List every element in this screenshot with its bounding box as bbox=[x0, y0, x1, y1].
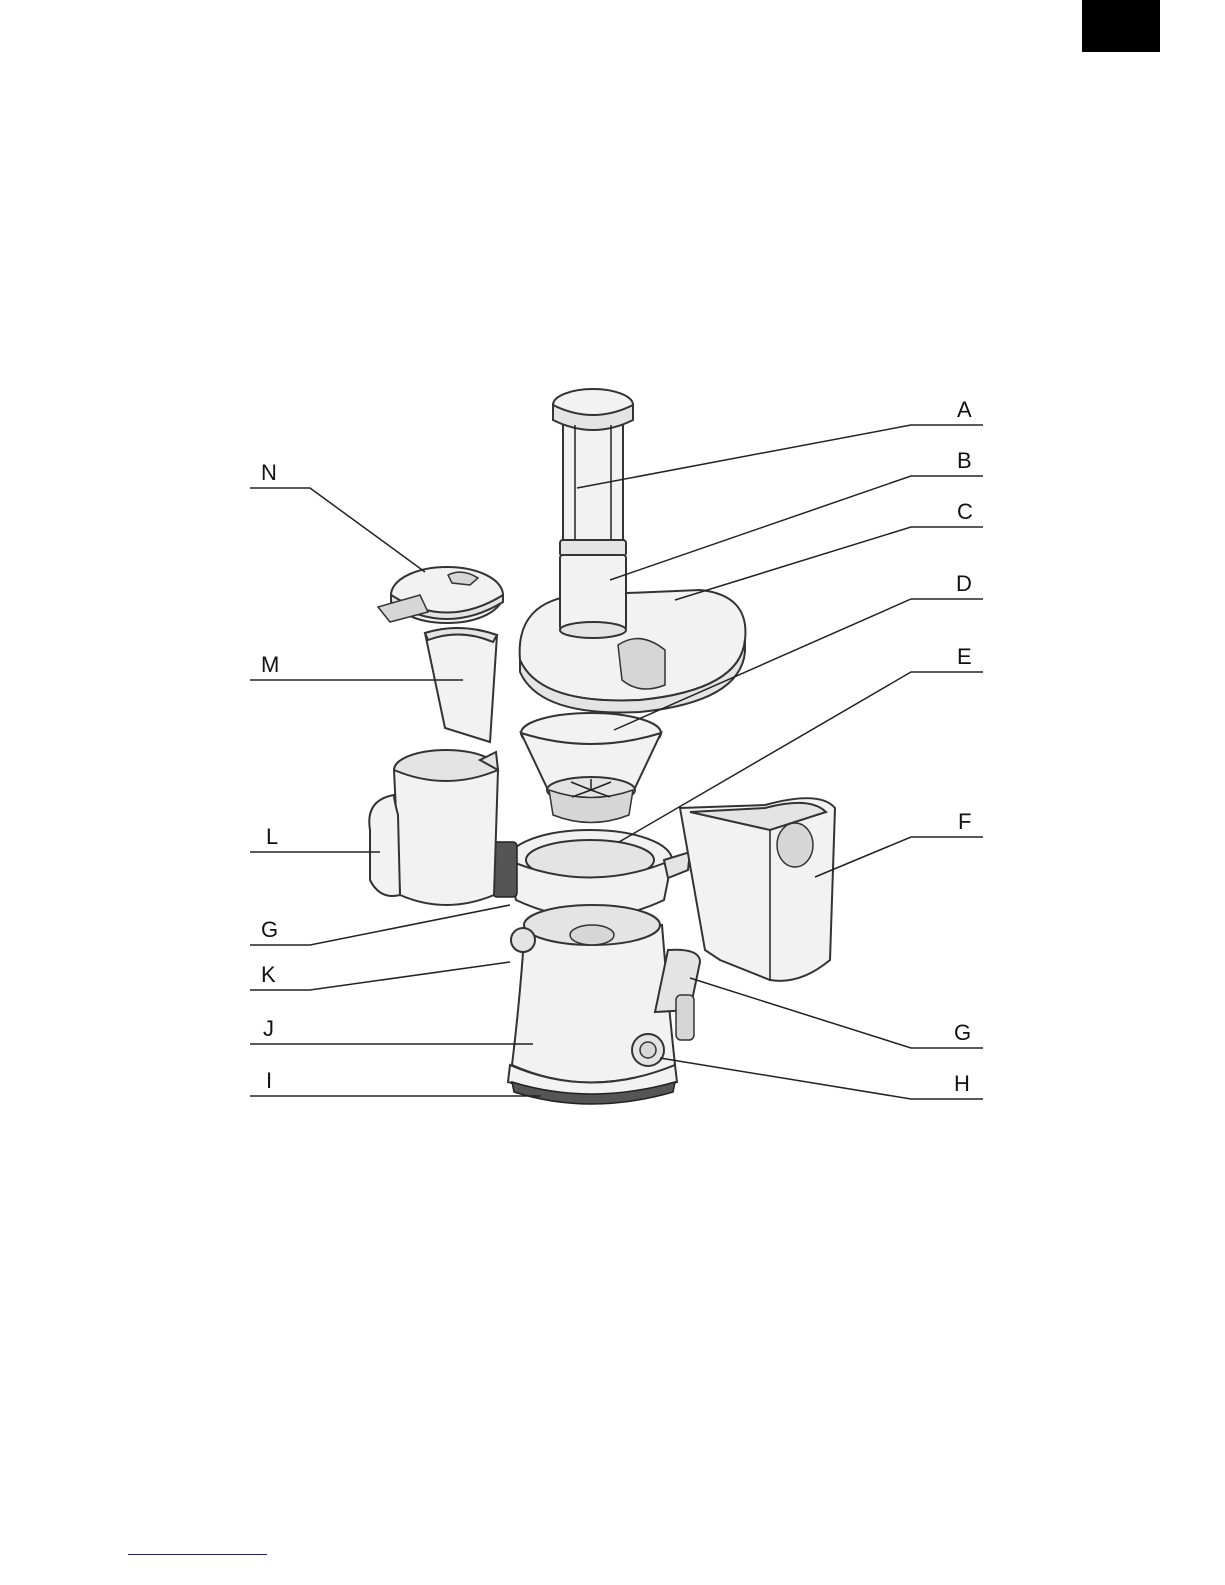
label-g-right: G bbox=[954, 1020, 971, 1045]
label-a: A bbox=[957, 397, 972, 422]
filter-basket-part bbox=[521, 713, 661, 823]
footer-rule bbox=[128, 1554, 267, 1555]
label-g-left: G bbox=[261, 917, 278, 942]
label-f: F bbox=[958, 809, 971, 834]
pulp-container-part bbox=[680, 798, 835, 981]
label-j: J bbox=[263, 1016, 274, 1041]
jug-lid-part bbox=[378, 567, 503, 623]
label-h: H bbox=[954, 1071, 970, 1096]
lid-part bbox=[520, 555, 746, 713]
froth-separator-part bbox=[425, 628, 497, 742]
label-d: D bbox=[956, 571, 972, 596]
label-b: B bbox=[957, 448, 972, 473]
label-l: L bbox=[266, 824, 278, 849]
label-m: M bbox=[261, 652, 279, 677]
pusher-part bbox=[553, 389, 633, 556]
label-c: C bbox=[957, 499, 973, 524]
juice-jug-part bbox=[369, 750, 498, 905]
label-e: E bbox=[957, 644, 972, 669]
label-n: N bbox=[261, 460, 277, 485]
label-k: K bbox=[261, 962, 276, 987]
motor-base-part bbox=[508, 905, 700, 1104]
label-i: I bbox=[266, 1068, 272, 1093]
